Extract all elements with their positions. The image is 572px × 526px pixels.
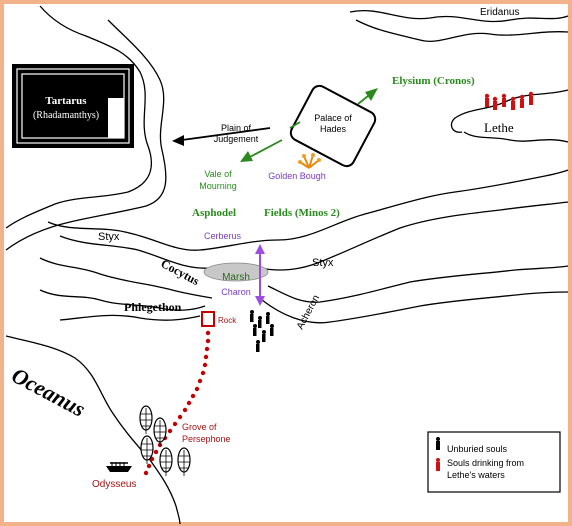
lethe-souls-group — [484, 91, 534, 110]
palace-label-line2: Hades — [320, 124, 347, 134]
arrow-to-elysium — [357, 95, 369, 105]
arrows — [172, 88, 378, 306]
golden-bough-icon — [298, 153, 321, 169]
fields-minos-label: Fields (Minos 2) — [264, 207, 340, 219]
charon-label: Charon — [221, 287, 251, 297]
legend-lethe-icon — [436, 458, 440, 471]
lethe-soul-icon — [484, 93, 490, 107]
tartarus-shore-south — [5, 19, 167, 251]
lethe-soul-icon — [501, 93, 507, 107]
unburied-soul-icon — [270, 324, 274, 336]
tree-icon — [153, 417, 167, 446]
eridanus-label: Eridanus — [480, 7, 519, 18]
unburied-soul-icon — [253, 324, 257, 336]
arrowhead-mourning — [240, 151, 253, 162]
charon-arrowhead-down — [255, 296, 265, 306]
tartarus-fortress: Tartarus (Rhadamanthys) — [12, 64, 134, 148]
legend-lethe-label-line2: Lethe's waters — [447, 470, 505, 480]
plain-of-judgement-label-line1: Plain of — [221, 123, 252, 133]
grove-label-line1: Grove of — [182, 422, 217, 432]
vale-of-mourning-label-line1: Vale of — [204, 169, 232, 179]
palace-label-line1: Palace of — [314, 113, 352, 123]
elysium-label: Elysium (Cronos) — [392, 75, 475, 87]
tartarus-wall-line-1 — [16, 68, 130, 144]
tartarus-gate — [108, 98, 124, 138]
rock-marker — [201, 311, 215, 327]
asphodel-label: Asphodel — [192, 207, 236, 219]
rock-label: Rock — [218, 316, 237, 325]
lethe-soul-icon — [528, 91, 534, 105]
unburied-soul-icon — [256, 340, 260, 352]
unburied-souls-group — [250, 310, 274, 352]
arrowhead-elysium — [365, 88, 378, 101]
styx-label-right: Styx — [312, 257, 334, 269]
styx-label-left: Styx — [98, 231, 120, 243]
cocytus-river-north — [39, 257, 213, 299]
tree-icon — [139, 405, 153, 434]
lethe-river-north — [450, 89, 569, 133]
legend-unburied-label: Unburied souls — [447, 444, 508, 454]
odysseus-path — [143, 330, 211, 476]
marsh-area — [203, 262, 269, 282]
unburied-soul-icon — [258, 316, 262, 328]
unburied-soul-icon — [250, 310, 254, 322]
tartarus-label: Tartarus — [45, 95, 87, 107]
odysseus-ship-icon — [106, 462, 132, 472]
tree-icon — [159, 447, 173, 476]
charon-arrowhead-up — [255, 244, 265, 254]
map-labels: Eridanus Elysium (Cronos) Lethe Plain of… — [8, 7, 520, 490]
odysseus-label: Odysseus — [92, 479, 136, 490]
eridanus-river-north — [349, 10, 569, 23]
lethe-soul-icon — [492, 96, 498, 110]
acheron-river-north — [267, 265, 569, 303]
lethe-soul-icon — [510, 96, 516, 110]
cocytus-river-south — [39, 289, 206, 311]
unburied-soul-icon — [262, 330, 266, 342]
legend-lethe-label-line1: Souls drinking from — [447, 458, 524, 468]
plain-of-judgement-label-line2: Judgement — [214, 134, 259, 144]
arrow-stub-green — [289, 121, 301, 129]
tree-icon — [140, 435, 154, 464]
legend-box: Unburied souls Souls drinking from Lethe… — [427, 431, 561, 493]
lethe-soul-icon — [519, 94, 525, 108]
phlegethon-river-lower — [59, 314, 201, 321]
phlegethon-label: Phlegethon — [124, 300, 182, 314]
lethe-label: Lethe — [484, 120, 514, 135]
styx-river-south — [59, 201, 569, 271]
vale-of-mourning-label-line2: Mourning — [199, 181, 237, 191]
golden-bough-label: Golden Bough — [268, 171, 326, 181]
legend-unburied-icon — [436, 437, 440, 450]
grove-label-line2: Persephone — [182, 434, 231, 444]
arrow-to-judgement — [181, 127, 271, 141]
marsh-label: Marsh — [222, 272, 250, 283]
tree-icon — [177, 447, 191, 476]
rhadamanthys-label: (Rhadamanthys) — [33, 110, 99, 121]
unburied-soul-icon — [266, 312, 270, 324]
acheron-river-south — [261, 291, 569, 324]
eridanus-river-south — [355, 19, 569, 42]
arrowhead-judgement — [172, 135, 184, 146]
arrow-from-mourning — [247, 139, 283, 159]
palace-box — [289, 84, 377, 168]
tartarus-shore-north — [5, 5, 152, 229]
oceanus-coast — [5, 335, 181, 525]
grove-trees — [139, 405, 191, 476]
cerberus-label: Cerberus — [204, 231, 242, 241]
styx-river-north — [47, 169, 569, 251]
lethe-river-south — [463, 131, 569, 143]
palace-of-hades — [289, 84, 377, 168]
rivers — [5, 5, 569, 525]
